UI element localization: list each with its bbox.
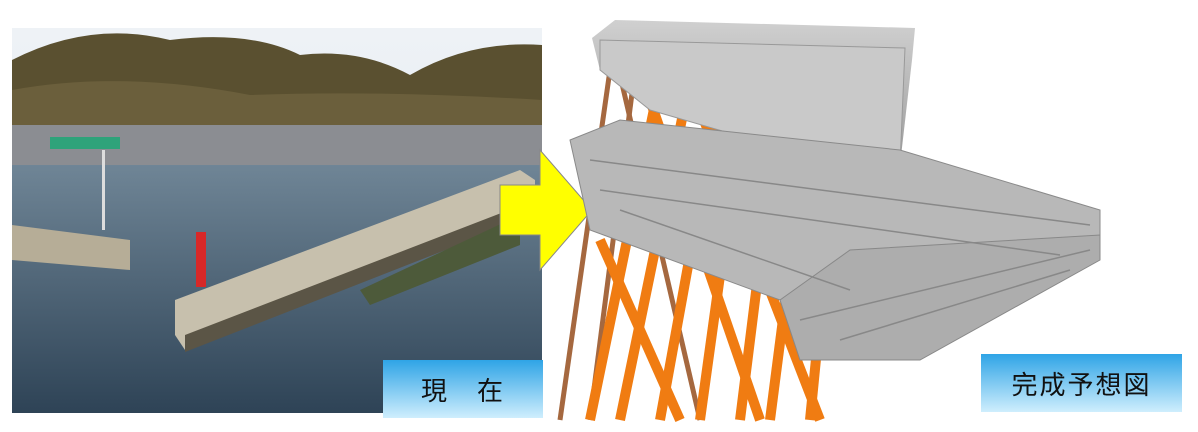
completed-structure-render bbox=[557, 20, 1101, 423]
current-harbor-photo bbox=[12, 28, 542, 413]
future-label: 完成予想図 bbox=[981, 354, 1182, 412]
arrow-icon bbox=[499, 148, 593, 272]
current-label: 現 在 bbox=[383, 360, 543, 418]
